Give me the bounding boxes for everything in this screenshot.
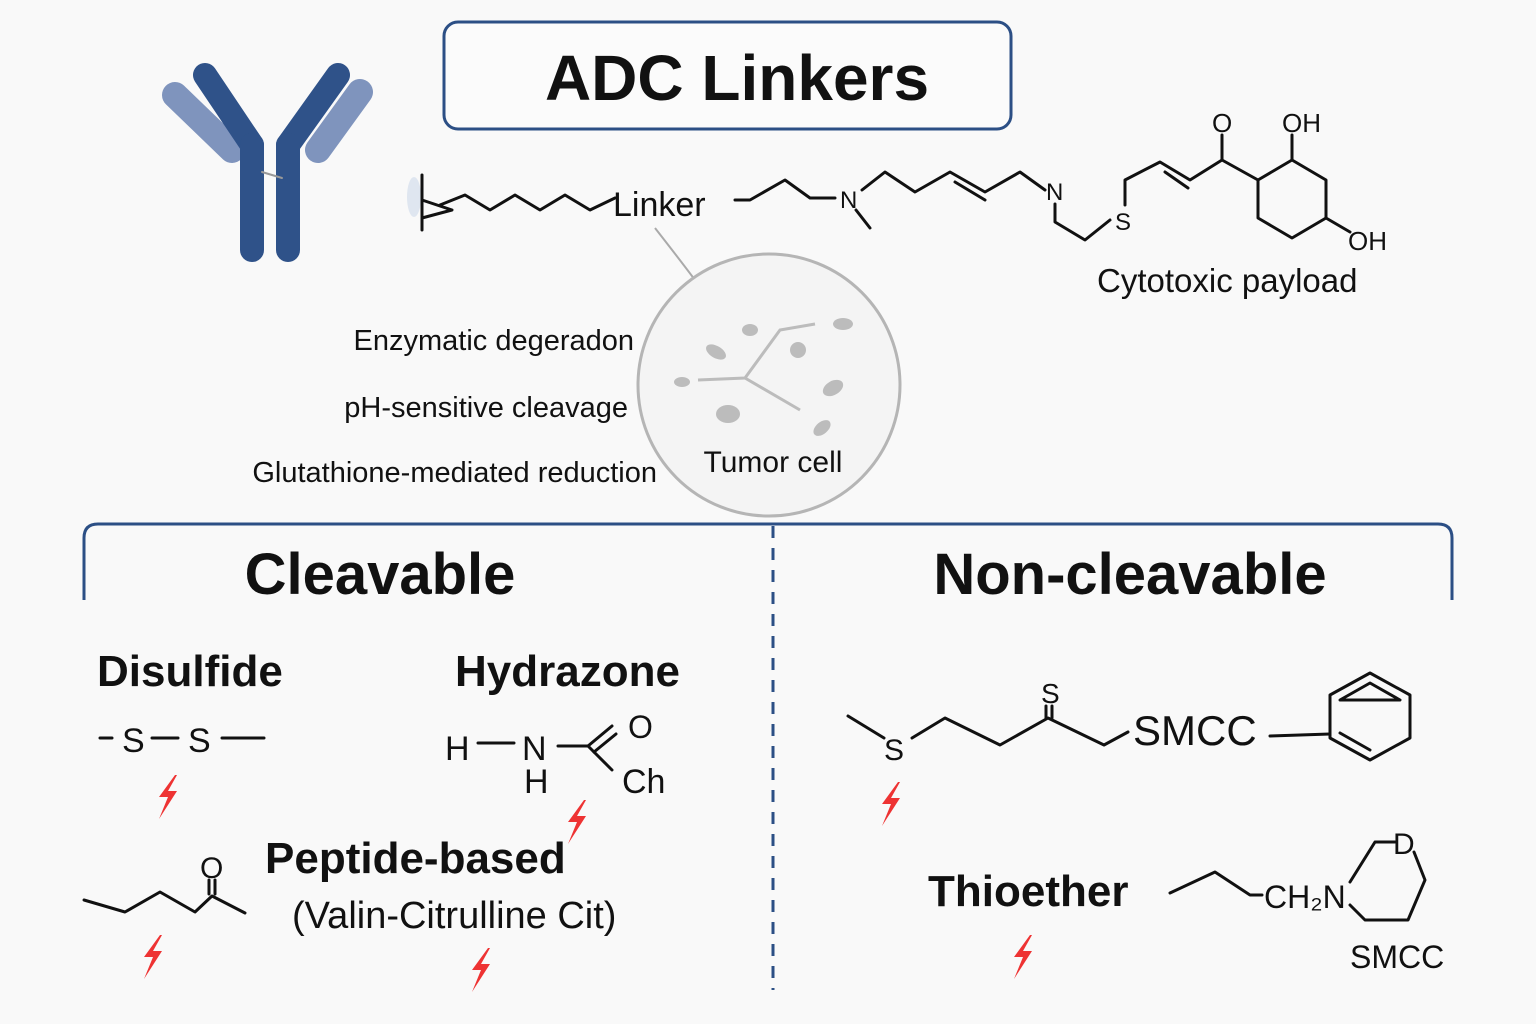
atom-ch2n: CH₂N <box>1264 879 1346 915</box>
peptide-section: O Peptide-based (Valin-Citrulline Cit) <box>82 834 616 992</box>
atom-n: N <box>1046 179 1063 206</box>
lightning-bolt-icon <box>159 775 177 819</box>
tumor-cell-icon: Tumor cell <box>636 227 902 518</box>
atom-s: S <box>188 722 211 760</box>
atom-o: O <box>628 709 653 745</box>
disulfide-section: Disulfide S S <box>97 647 283 819</box>
lightning-bolt-icon <box>568 800 586 844</box>
lightning-bolt-icon <box>1014 935 1032 979</box>
atom-ch: Ch <box>622 763 665 801</box>
atom-d: D <box>1393 828 1415 861</box>
mechanism-glutathione: Glutathione-mediated reduction <box>252 457 657 489</box>
smcc-label: SMCC <box>1133 707 1257 754</box>
peptide-label: Peptide-based <box>265 834 566 883</box>
lightning-bolt-icon <box>144 935 162 979</box>
linker-structure: Linker N N S O OH OH Cytotoxic payload <box>407 108 1387 299</box>
linker-label: Linker <box>613 186 706 224</box>
payload-label: Cytotoxic payload <box>1097 262 1357 299</box>
atom-s: S <box>884 734 904 767</box>
mechanism-ph: pH-sensitive cleavage <box>344 392 628 424</box>
atom-o: O <box>200 852 223 885</box>
thioether-section: Thioether CH₂N D SMCC <box>928 828 1444 979</box>
peptide-sublabel: (Valin-Citrulline Cit) <box>292 895 616 937</box>
noncleavable-heading: Non-cleavable <box>933 542 1326 607</box>
atom-n: N <box>522 730 547 768</box>
smcc-section: S S SMCC <box>846 671 1412 826</box>
lightning-bolt-icon <box>882 782 900 826</box>
atom-h: H <box>445 730 470 768</box>
hydrazone-label: Hydrazone <box>455 647 680 696</box>
atom-oh: OH <box>1348 226 1387 256</box>
atom-h: H <box>524 763 549 801</box>
atom-s: S <box>1115 209 1131 236</box>
smcc-label: SMCC <box>1350 939 1444 975</box>
atom-n: N <box>840 187 857 214</box>
hydrazone-section: Hydrazone H N H O Ch <box>445 647 680 844</box>
atom-s: S <box>1041 678 1060 709</box>
category-frame <box>82 522 1454 990</box>
page-title: ADC Linkers <box>545 42 929 114</box>
lightning-bolt-icon <box>472 948 490 992</box>
mechanism-enzymatic: Enzymatic degeradon <box>354 325 635 357</box>
antibody-icon <box>162 63 373 262</box>
tumor-cell-label: Tumor cell <box>704 446 843 479</box>
cleavable-heading: Cleavable <box>245 542 516 607</box>
atom-oh: OH <box>1282 108 1321 138</box>
thioether-label: Thioether <box>928 867 1128 916</box>
title-box: ADC Linkers <box>442 20 1013 131</box>
disulfide-label: Disulfide <box>97 647 283 696</box>
atom-o: O <box>1212 108 1232 138</box>
atom-s: S <box>122 722 145 760</box>
